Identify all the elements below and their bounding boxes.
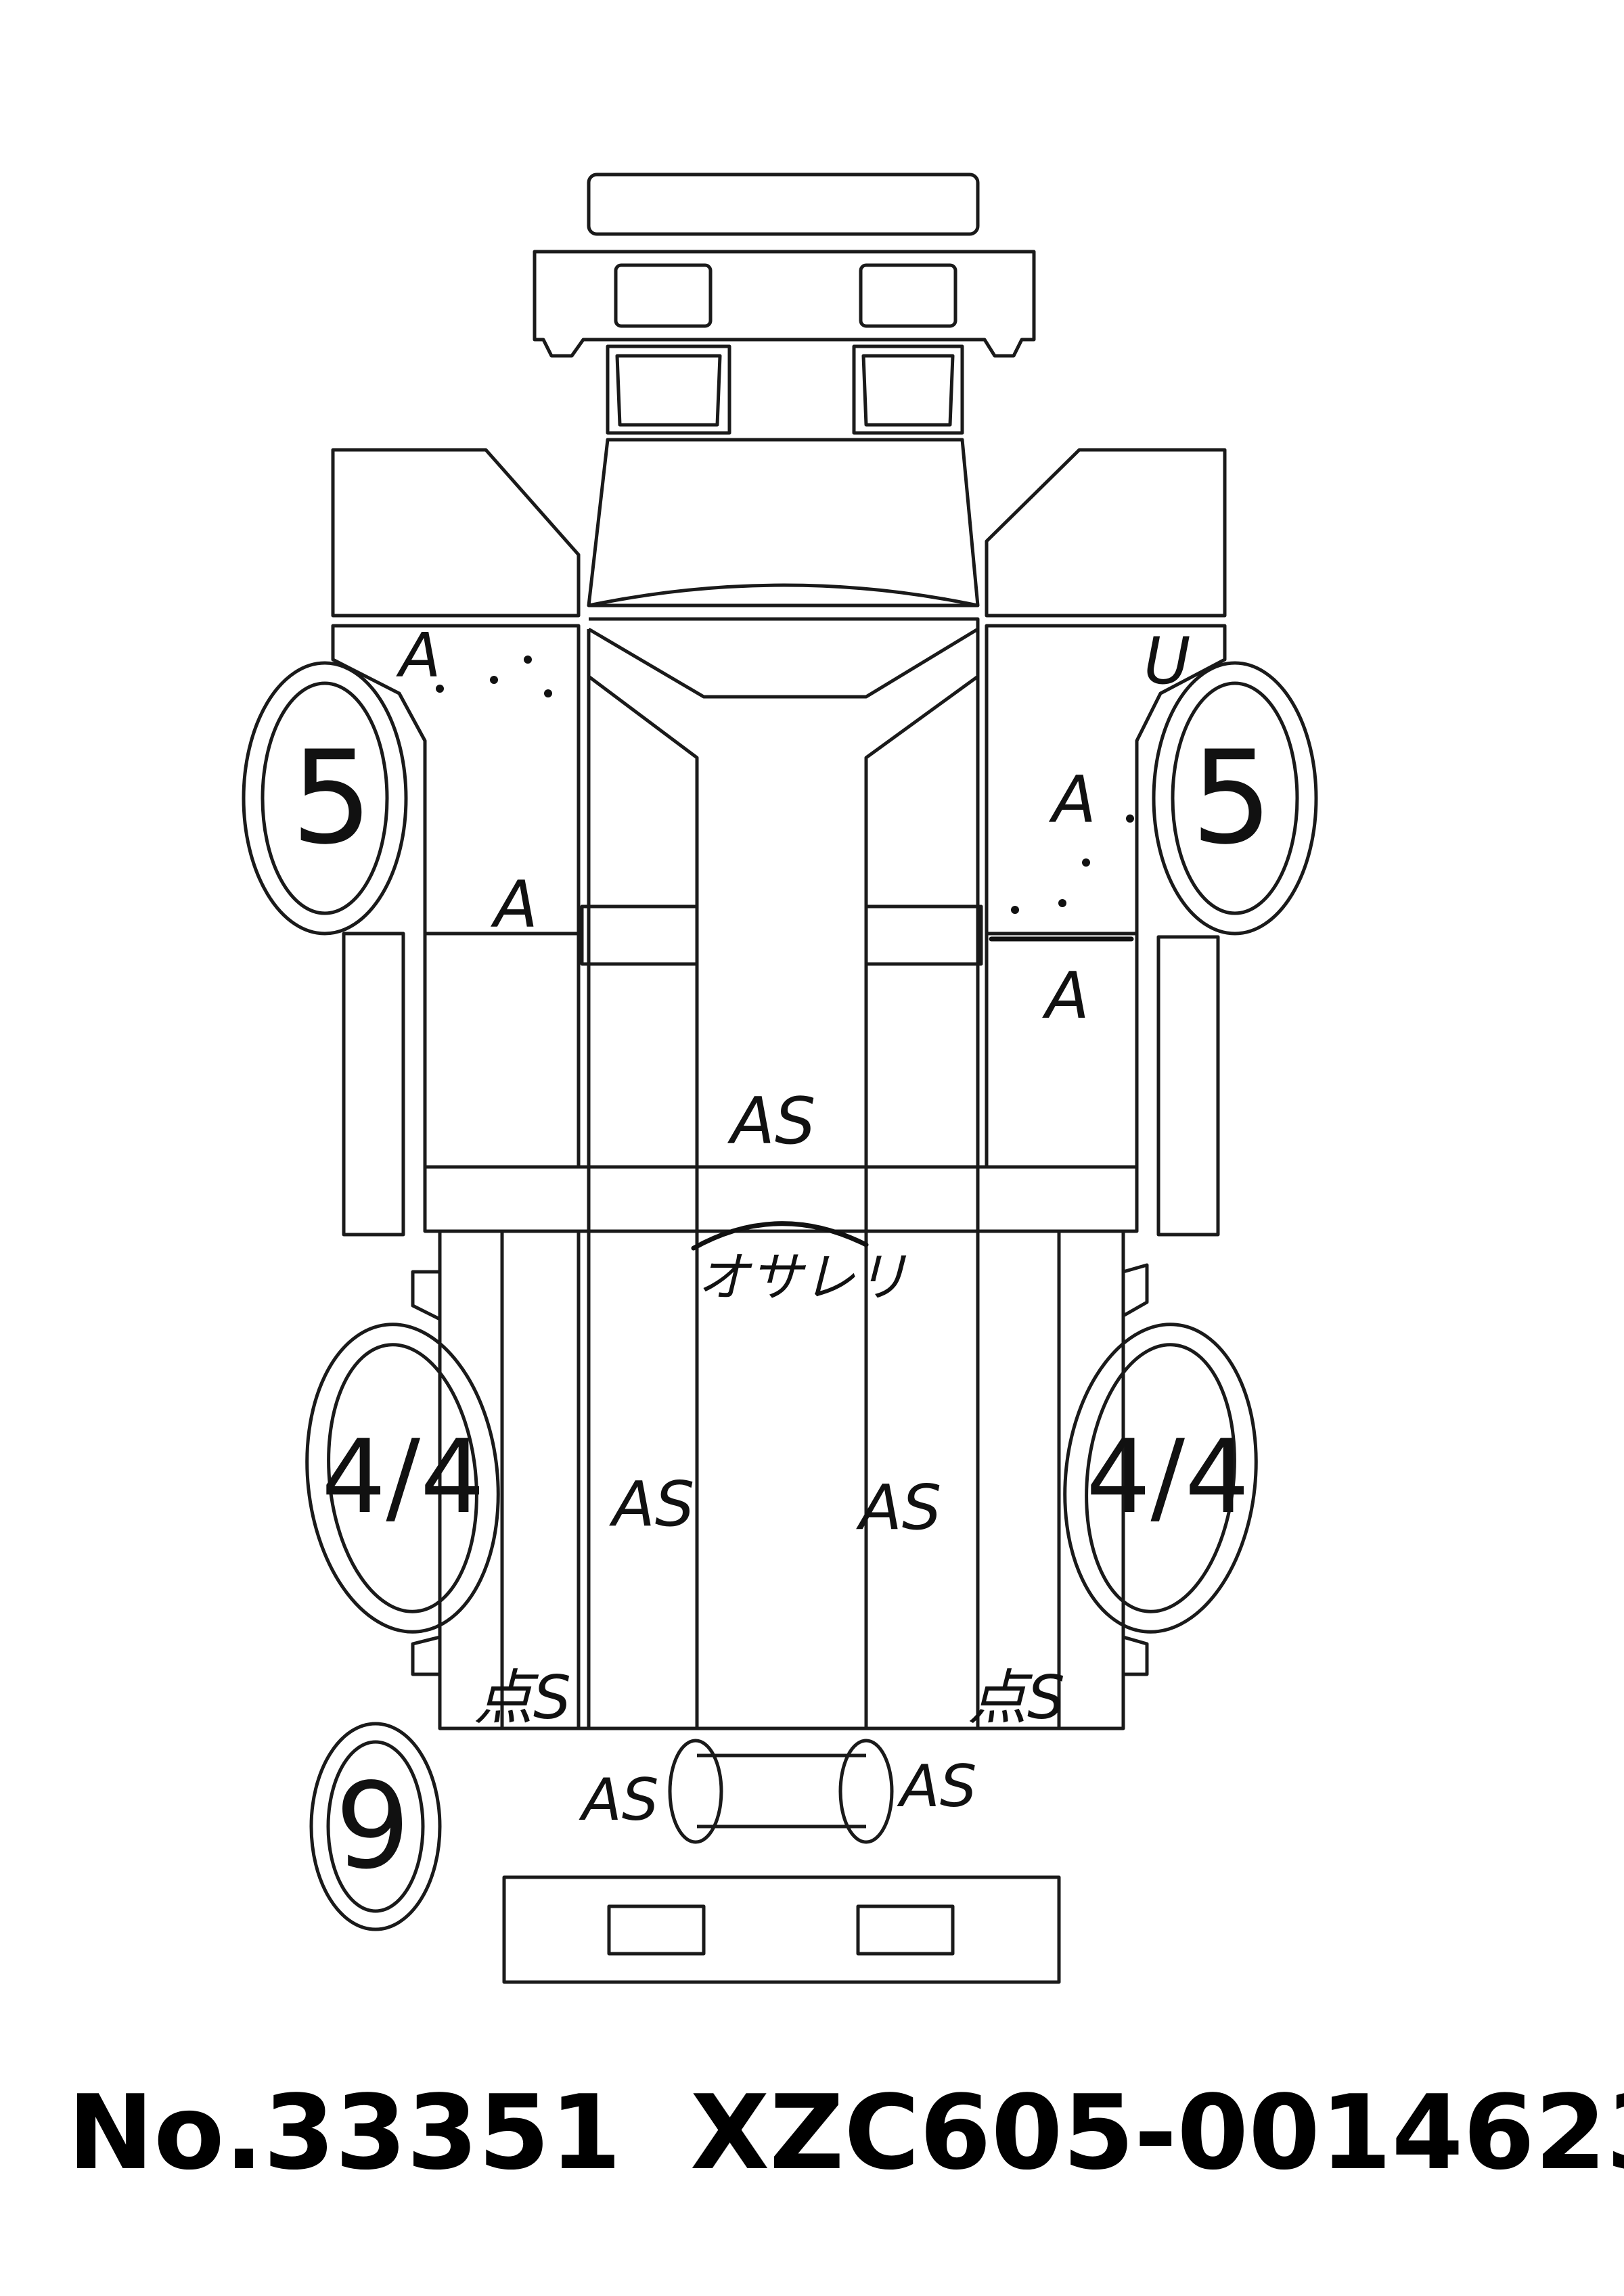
mark-front-right-tick: U: [1144, 624, 1191, 699]
cab-hood: [587, 617, 980, 699]
mark-rear-left-axle: AS: [579, 1766, 658, 1834]
left-cab-side: [331, 624, 581, 1169]
right-step: [1156, 935, 1220, 1237]
rear-bed: [438, 1229, 1125, 1730]
mark-bed-left: AS: [609, 1468, 694, 1540]
mark-front-right-lower: A: [1041, 959, 1089, 1034]
right-headlamp: [852, 344, 964, 435]
front-right-tire: [1152, 661, 1318, 936]
mark-frame-note: オサレリ: [697, 1247, 908, 1308]
truck-outline: [242, 173, 1318, 1984]
rear-bumper: [502, 1875, 1061, 1984]
front-left-lamp: [614, 263, 713, 328]
tire-front-right: 5: [1191, 723, 1273, 873]
front-left-tire: [242, 661, 408, 936]
spare-tire: [309, 1722, 442, 1931]
mark-cab-center: AS: [727, 1084, 815, 1159]
front-right-lamp: [859, 263, 957, 328]
left-headlamp-inner: [615, 354, 722, 427]
front-bumper: [587, 173, 980, 236]
mark-rear-right-corner: 点S: [968, 1663, 1065, 1732]
tire-front-left: 5: [291, 723, 373, 873]
center-frame: [587, 674, 979, 1730]
lot-number: No.33351: [68, 2073, 621, 2192]
mark-rear-right-axle: AS: [897, 1753, 976, 1820]
left-step: [342, 932, 405, 1237]
windshield-curve: [588, 583, 978, 607]
left-headlamp: [606, 344, 731, 435]
right-cab-side: [985, 624, 1227, 1169]
mark-rear-left-corner: 点S: [474, 1663, 571, 1732]
handwritten-marks: 5 5 4/4 4/4 9 A A U A A AS オサレリ AS AS 点S…: [291, 620, 1273, 1896]
rear-right-hub: [838, 1739, 894, 1844]
tire-rear-left: 4/4: [321, 1419, 484, 1536]
left-mirror-panel: [331, 448, 581, 618]
right-mirror-panel: [985, 448, 1227, 618]
tire-spare: 9: [335, 1758, 410, 1896]
mark-front-right-upper: A: [1048, 763, 1096, 837]
rear-right-lamp: [856, 1904, 955, 1956]
mark-bed-right: AS: [856, 1471, 941, 1544]
rear-left-tire: [305, 1323, 500, 1634]
tire-rear-right: 4/4: [1086, 1419, 1249, 1536]
right-headlamp-inner: [861, 354, 955, 427]
mark-front-left-upper: A: [396, 620, 441, 691]
rear-right-tire: [1063, 1323, 1258, 1634]
rear-left-hub: [668, 1739, 723, 1844]
rear-left-lamp: [607, 1904, 706, 1956]
chassis-number: XZC605-0014623: [690, 2073, 1624, 2192]
front-grille: [533, 250, 1036, 358]
mark-front-left-lower: A: [490, 868, 538, 942]
cab-roof: [587, 438, 980, 607]
